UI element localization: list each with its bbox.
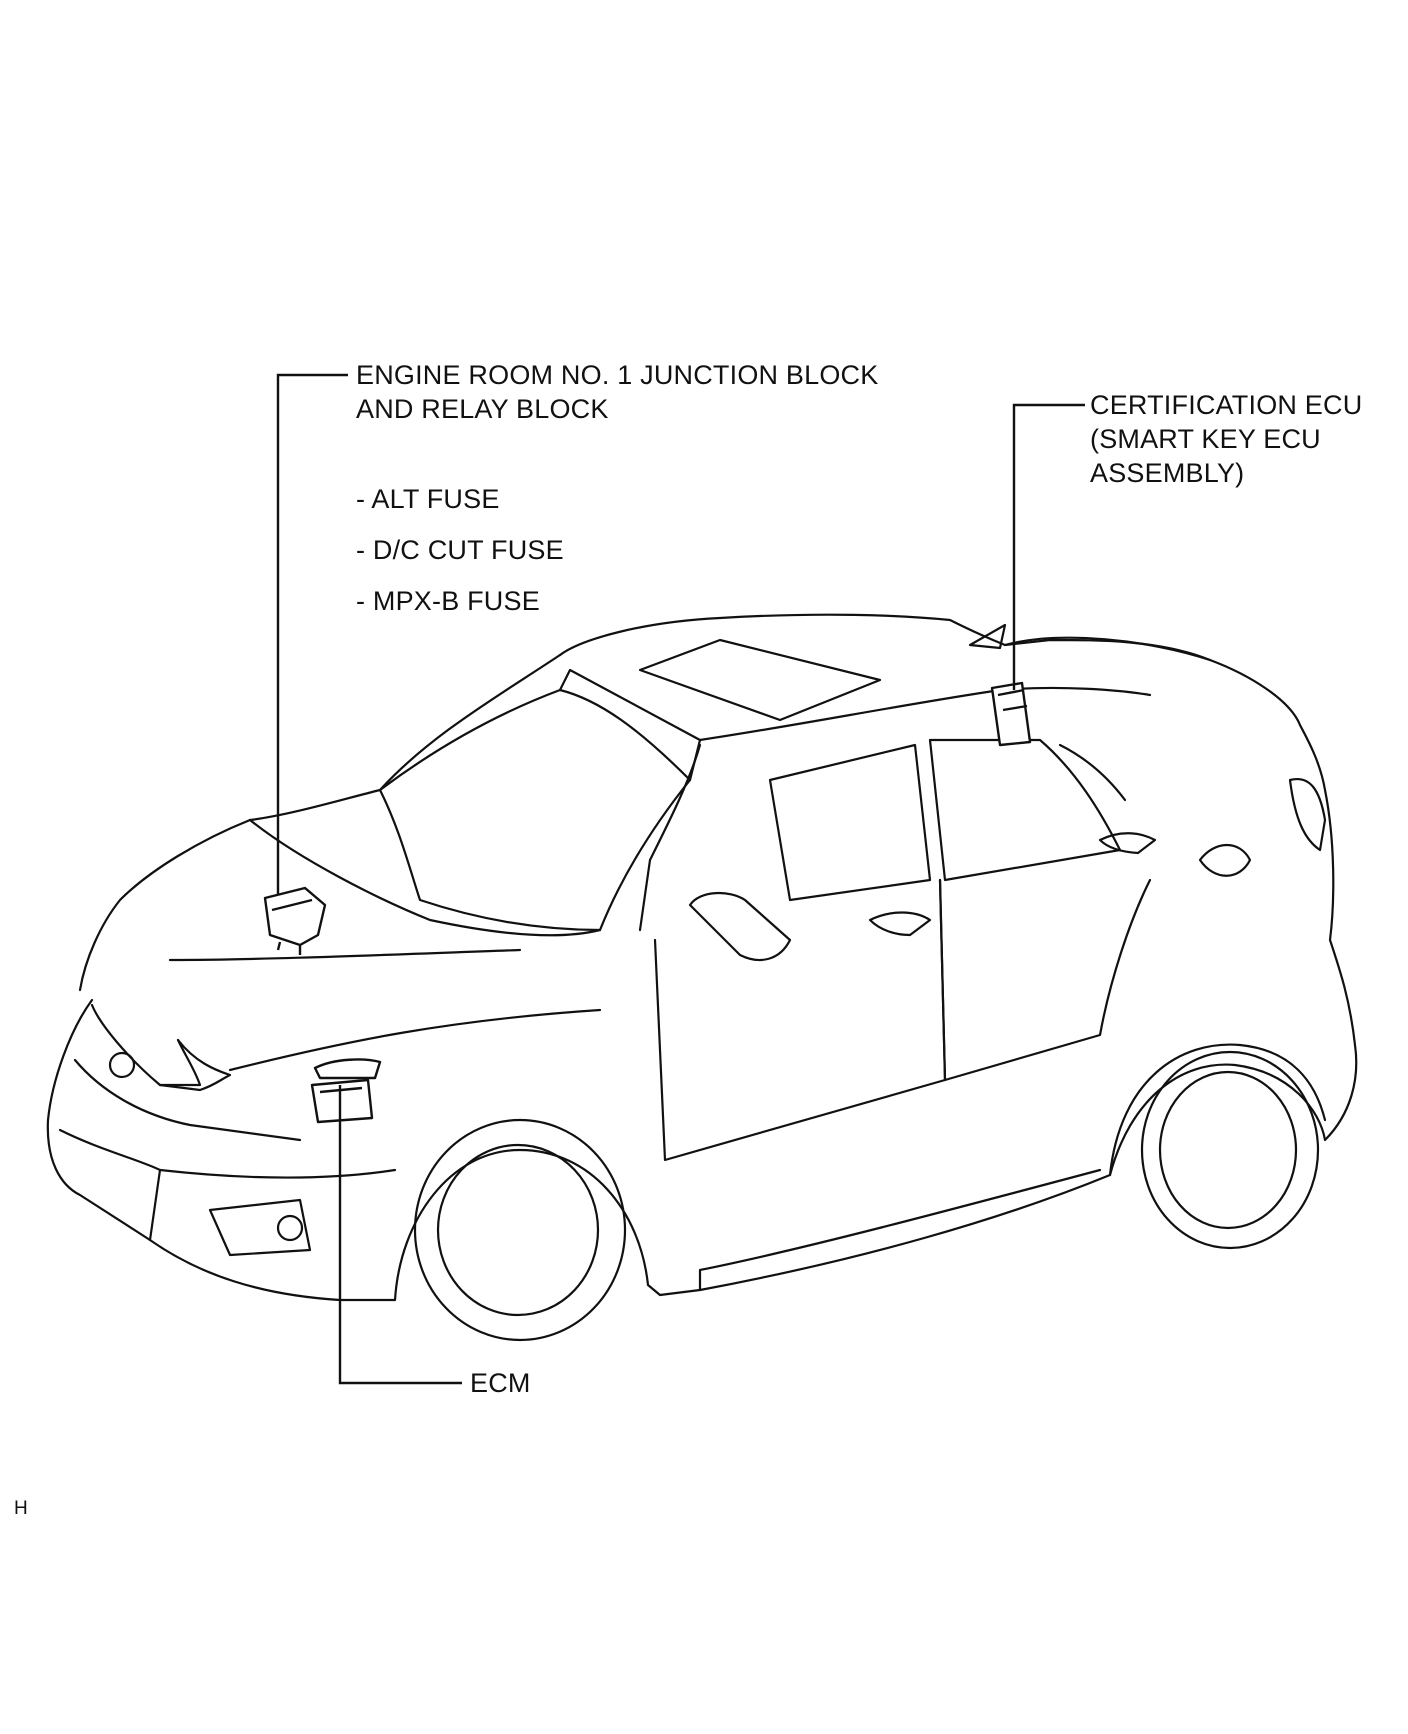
cert-ecu-label-line2: (SMART KEY ECU [1090, 424, 1321, 454]
ecm-label: ECM [470, 1368, 531, 1398]
junction-block-label-line2: AND RELAY BLOCK [356, 394, 609, 424]
fuse-alt-label: - ALT FUSE [356, 484, 500, 514]
junction-block-label-line1: ENGINE ROOM NO. 1 JUNCTION BLOCK [356, 360, 879, 390]
corner-mark: H [14, 1498, 28, 1519]
ecm-part [310, 1058, 382, 1124]
junction-block-part [263, 886, 327, 955]
car-body-outline [46, 613, 1358, 1342]
certification-ecu-part [990, 681, 1032, 747]
leader-lines [276, 373, 1085, 1385]
cert-ecu-label-line1: CERTIFICATION ECU [1090, 390, 1363, 420]
fuse-dc-cut-label: - D/C CUT FUSE [356, 535, 564, 565]
fuse-mpx-b-label: - MPX-B FUSE [356, 586, 540, 616]
cert-ecu-label-line3: ASSEMBLY) [1090, 458, 1245, 488]
